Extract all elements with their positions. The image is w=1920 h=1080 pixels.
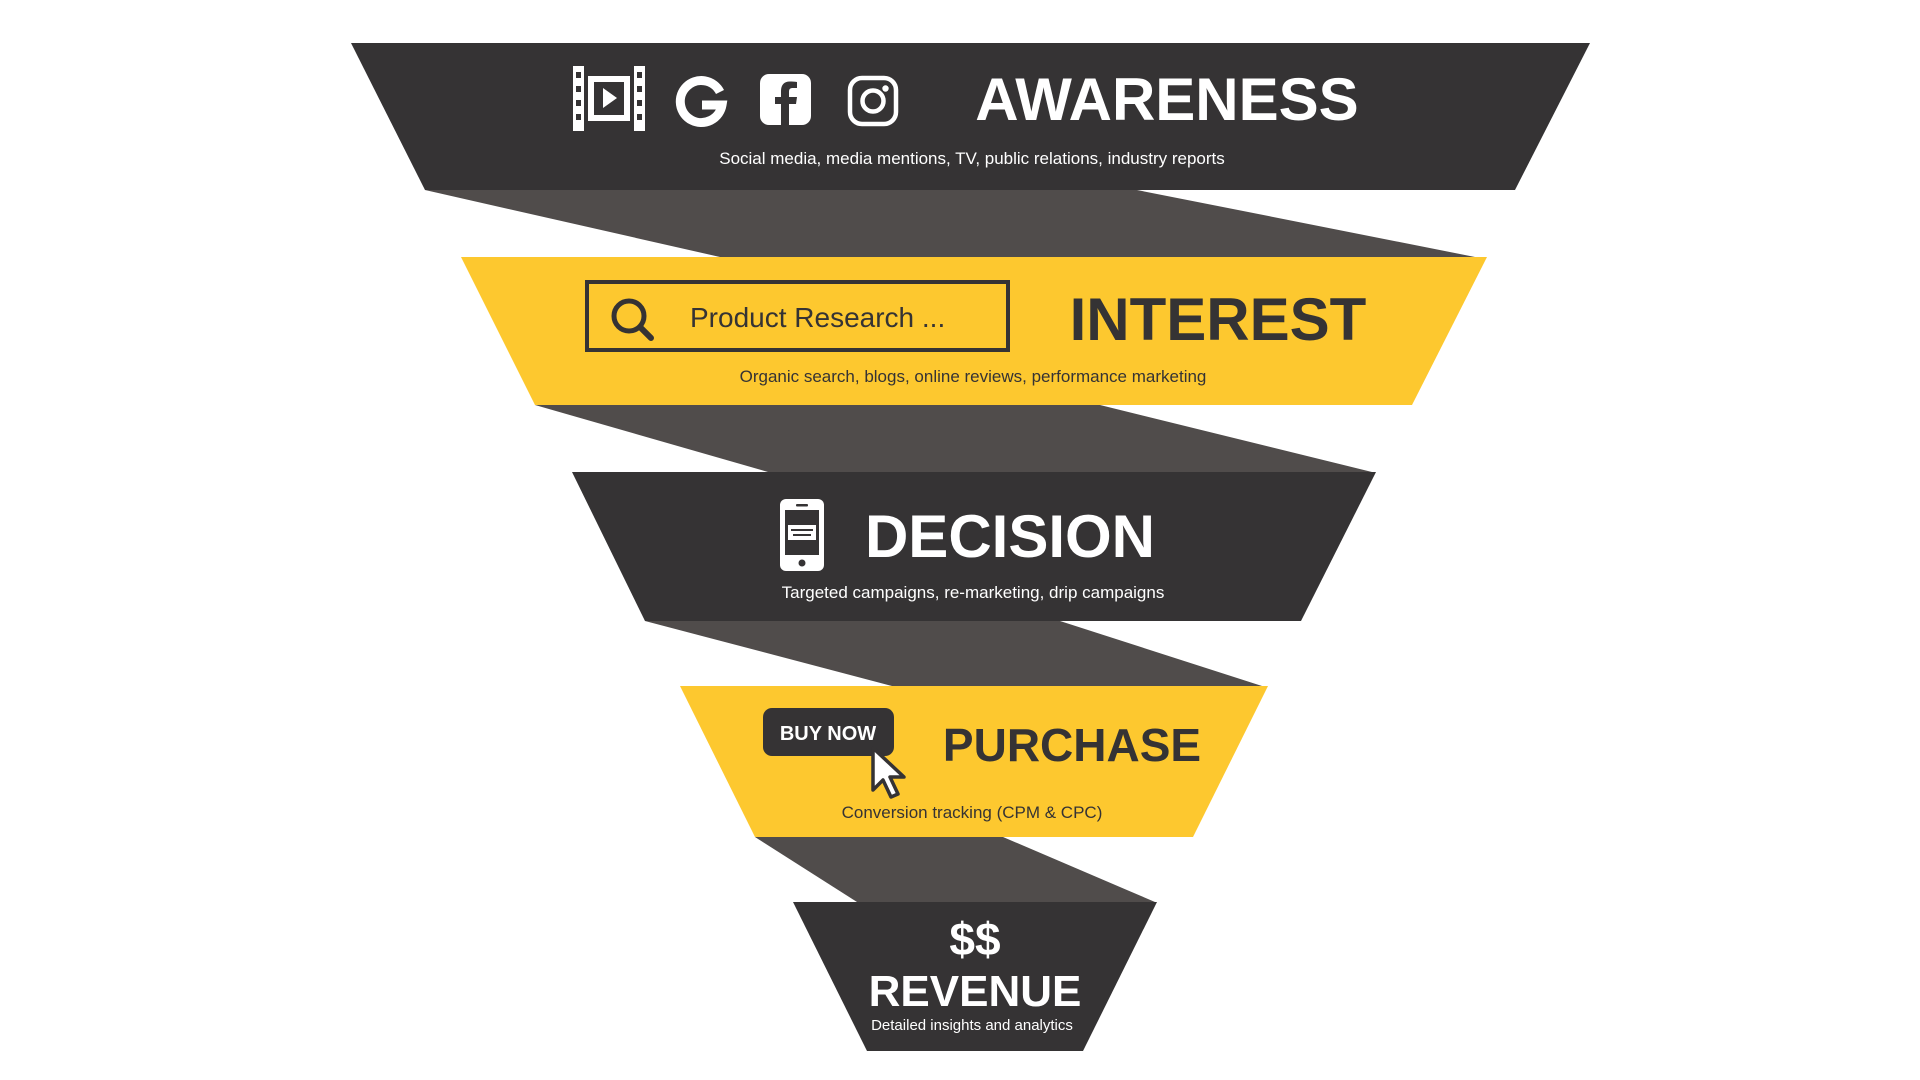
stage-decision-title: DECISION bbox=[865, 503, 1155, 570]
stage-purchase: BUY NOW PURCHASE Conversion tracking (CP… bbox=[680, 686, 1268, 837]
stage-revenue-subtitle: Detailed insights and analytics bbox=[871, 1017, 1073, 1034]
connector-interest-decision bbox=[535, 405, 1372, 472]
search-box: Product Research ... bbox=[585, 280, 1010, 352]
stage-interest-title: INTEREST bbox=[1070, 286, 1367, 353]
stage-awareness-band bbox=[351, 43, 1590, 190]
connector-purchase-revenue bbox=[755, 837, 1155, 902]
stage-interest: Product Research ... INTEREST Organic se… bbox=[461, 257, 1487, 405]
stage-awareness-title: AWARENESS bbox=[975, 66, 1358, 133]
google-icon bbox=[675, 76, 728, 128]
stage-awareness-subtitle: Social media, media mentions, TV, public… bbox=[719, 149, 1225, 168]
stage-interest-subtitle: Organic search, blogs, online reviews, p… bbox=[740, 367, 1207, 386]
stage-decision-subtitle: Targeted campaigns, re-marketing, drip c… bbox=[782, 583, 1165, 602]
video-icon bbox=[573, 66, 645, 131]
revenue-symbol: $$ bbox=[949, 913, 1000, 965]
smartphone-icon bbox=[780, 499, 824, 571]
search-icon bbox=[611, 298, 654, 341]
buy-now-text: BUY NOW bbox=[780, 723, 876, 745]
cursor-icon bbox=[871, 746, 906, 799]
connector-awareness-interest bbox=[425, 190, 1475, 257]
stage-purchase-title: PURCHASE bbox=[943, 719, 1201, 771]
instagram-icon bbox=[847, 75, 899, 127]
buy-now-button-graphic: BUY NOW bbox=[763, 708, 894, 756]
stage-revenue-title: REVENUE bbox=[869, 967, 1082, 1016]
stage-decision: DECISION Targeted campaigns, re-marketin… bbox=[572, 472, 1376, 621]
stage-revenue-band bbox=[793, 902, 1157, 1051]
search-box-text: Product Research ... bbox=[690, 302, 945, 333]
connector-decision-purchase bbox=[645, 621, 1262, 686]
stage-awareness: AWARENESS Social media, media mentions, … bbox=[351, 43, 1590, 190]
stage-decision-band bbox=[572, 472, 1376, 621]
facebook-icon bbox=[760, 74, 811, 125]
stage-interest-band bbox=[461, 257, 1487, 405]
stage-purchase-subtitle: Conversion tracking (CPM & CPC) bbox=[842, 803, 1103, 822]
stage-revenue: $$ REVENUE Detailed insights and analyti… bbox=[793, 902, 1157, 1051]
